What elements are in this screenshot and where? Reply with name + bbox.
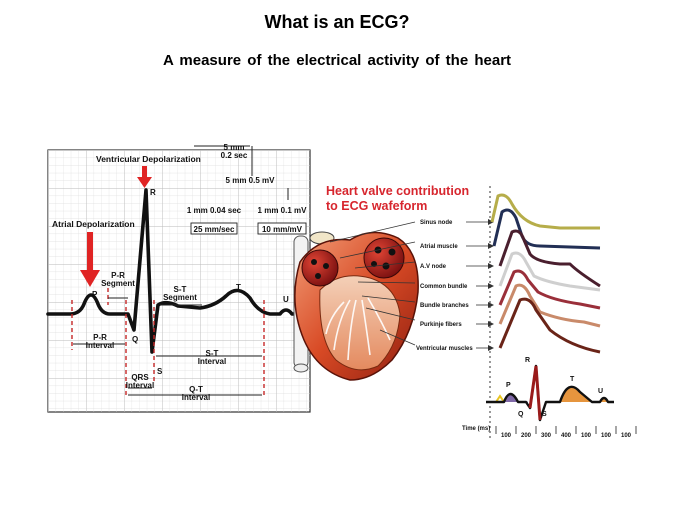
atrial-depolarization-label: Atrial Depolarization bbox=[52, 219, 135, 229]
page-subtitle: A measure of the electrical activity of … bbox=[162, 52, 512, 69]
pr-interval-label-1: P-R bbox=[93, 333, 107, 342]
pr-segment-label-2: Segment bbox=[101, 279, 135, 288]
interval-guides bbox=[71, 288, 265, 396]
wave-q-label: Q bbox=[132, 335, 138, 344]
leader-lines bbox=[329, 221, 416, 346]
st-interval-label-1: S-T bbox=[206, 349, 219, 358]
conduction-labels: Sinus node Atrial muscle A.V node Common… bbox=[416, 219, 494, 352]
wave-u-label: U bbox=[283, 295, 289, 304]
scale-mv-small-label: 1 mm 0.1 mV bbox=[258, 206, 308, 215]
label-av-node: A.V node bbox=[420, 264, 447, 270]
qt-interval-label-2: Interval bbox=[182, 393, 210, 402]
purkinje-fibers bbox=[325, 297, 391, 361]
st-interval-label-2: Interval bbox=[198, 357, 226, 366]
bottom-ecg: R P Q S T U bbox=[486, 357, 614, 422]
bottom-t-label: T bbox=[570, 376, 575, 383]
red-arrows bbox=[80, 166, 152, 287]
bottom-q-label: Q bbox=[518, 411, 524, 418]
scale-sec-small-label: 1 mm 0.04 sec bbox=[187, 206, 242, 215]
wave-p-label: P bbox=[92, 290, 98, 299]
label-arrowheads bbox=[488, 219, 494, 351]
bottom-r-label: R bbox=[525, 357, 530, 364]
pr-segment-label-1: P-R bbox=[111, 271, 125, 280]
wave-r-label: R bbox=[150, 188, 156, 197]
time-tick-2: 200 bbox=[521, 433, 532, 439]
time-tick-1: 100 bbox=[501, 433, 512, 439]
gain-label: 10 mm/mV bbox=[262, 225, 303, 234]
qrs-complex bbox=[528, 365, 542, 421]
left-atrium bbox=[363, 237, 405, 279]
speed-box bbox=[190, 222, 238, 235]
scale-top-label-2: 0.2 sec bbox=[221, 151, 248, 160]
time-label: Time (ms) bbox=[462, 426, 490, 432]
label-sinus-node: Sinus node bbox=[420, 220, 453, 226]
label-bundle-branches: Bundle branches bbox=[420, 303, 469, 309]
wave-t-label: T bbox=[236, 283, 241, 292]
atrium-dots bbox=[311, 246, 396, 279]
qt-interval-label-1: Q-T bbox=[189, 385, 203, 394]
bottom-p-label: P bbox=[506, 382, 511, 389]
label-arrows bbox=[466, 221, 488, 349]
label-atrial-muscle: Atrial muscle bbox=[420, 244, 458, 250]
scale-top-label: 5 mm bbox=[224, 143, 245, 152]
heart-heading-1: Heart valve contribution bbox=[326, 184, 469, 198]
action-potential-panel: R P Q S T U Time (ms) 100 200 300 400 bbox=[462, 186, 637, 440]
heart-heading-2: to ECG wafeform bbox=[326, 199, 427, 213]
ventricular-depolarization-label: Ventricular Depolarization bbox=[96, 154, 201, 164]
time-axis: Time (ms) 100 200 300 400 100 100 100 bbox=[462, 426, 637, 439]
time-tick-4: 400 bbox=[561, 433, 572, 439]
label-common-bundle: Common bundle bbox=[420, 284, 468, 290]
bottom-ecg-trace bbox=[486, 364, 614, 422]
time-ticks bbox=[495, 426, 637, 434]
vessel-end bbox=[293, 363, 309, 373]
time-tick-3: 300 bbox=[541, 433, 552, 439]
bottom-u-label: U bbox=[598, 388, 603, 395]
bottom-s-label: S bbox=[542, 411, 547, 418]
pr-interval-label-2: Interval bbox=[86, 341, 114, 350]
qrs-interval-label-2: Interval bbox=[126, 381, 154, 390]
heart-chamber bbox=[319, 275, 401, 371]
wave-s-label: S bbox=[157, 367, 163, 376]
time-tick-5: 100 bbox=[581, 433, 592, 439]
page-title: What is an ECG? bbox=[264, 12, 410, 32]
st-segment-label-2: Segment bbox=[163, 293, 197, 302]
interval-arrows bbox=[73, 297, 262, 396]
gain-box bbox=[257, 222, 307, 235]
label-ventricular-muscles: Ventricular muscles bbox=[416, 346, 473, 352]
right-atrium bbox=[301, 249, 339, 287]
label-purkinje-fibers: Purkinje fibers bbox=[420, 322, 462, 328]
scale-mv-label: 5 mm 0.5 mV bbox=[226, 176, 276, 185]
time-tick-7: 100 bbox=[621, 433, 632, 439]
st-segment-label-1: S-T bbox=[174, 285, 187, 294]
action-potentials bbox=[490, 193, 601, 354]
heart-illustration: Heart valve contribution to ECG wafeform bbox=[293, 184, 469, 381]
speed-label: 25 mm/sec bbox=[194, 225, 235, 234]
ecg-chart-panel: 5 mm 0.2 sec Ventricular Depolarization … bbox=[46, 143, 312, 413]
scale-markers bbox=[194, 145, 289, 200]
qrs-interval-label-1: QRS bbox=[131, 373, 149, 382]
time-tick-6: 100 bbox=[601, 433, 612, 439]
